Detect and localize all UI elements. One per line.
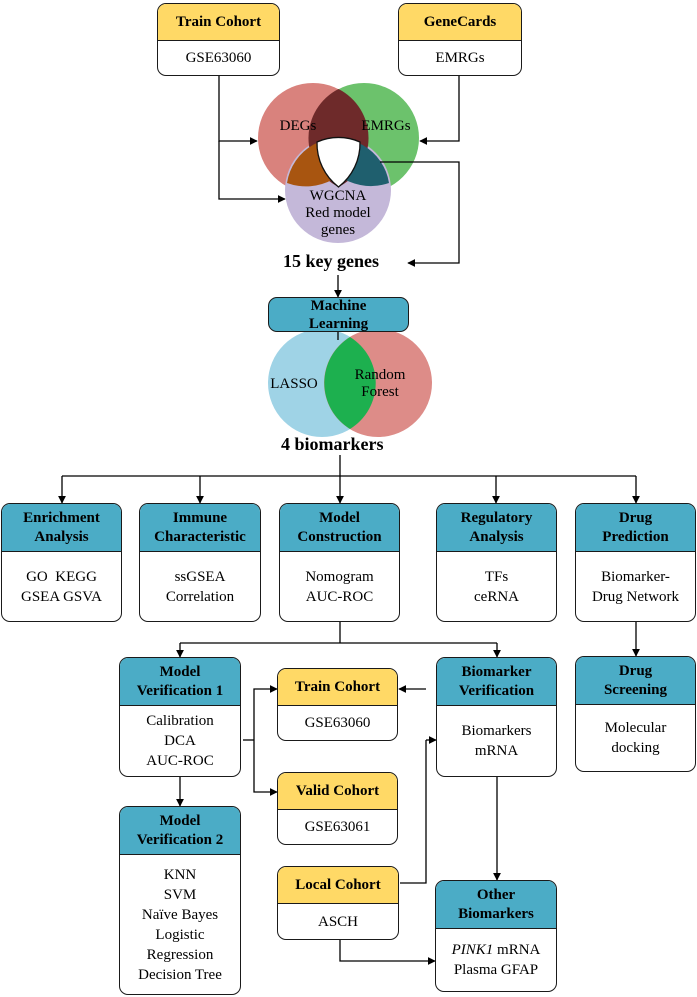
connector-genecards-to-emrgs — [419, 76, 460, 145]
connector-venn-to-key-genes — [380, 161, 460, 267]
local-cohort-title: Local Cohort — [278, 867, 398, 904]
train-cohort-box: Train Cohort GSE63060 — [157, 3, 280, 76]
connector-verif1-to-train — [253, 685, 278, 740]
connector-local-up — [400, 740, 427, 884]
valid-cohort-title: Valid Cohort — [278, 773, 397, 810]
center-overlap — [316, 136, 361, 188]
degs-label: DEGs — [279, 118, 317, 134]
venn-diagram-gene-selection — [258, 83, 419, 243]
key-genes-label: 15 key genes — [283, 251, 379, 271]
valid-cohort-box: Valid Cohort GSE63061 — [277, 772, 398, 845]
genecards-body: EMRGs — [435, 50, 485, 66]
drug-prediction-body: Biomarker-Drug Network — [591, 568, 680, 605]
genecards-box: GeneCards EMRGs — [398, 3, 522, 76]
train-cohort-2-box: Train Cohort GSE63060 — [277, 668, 398, 741]
train-cohort-2-body: GSE63060 — [304, 715, 371, 731]
connector-verif1-to-valid — [253, 740, 278, 796]
lasso-label: LASSO — [270, 376, 318, 392]
train-cohort-body: GSE63060 — [185, 50, 252, 66]
connector-train-to-degs — [218, 76, 258, 145]
local-cohort-box: Local Cohort ASCH — [277, 866, 399, 940]
biomarkers-label: 4 biomarkers — [281, 434, 384, 454]
valid-cohort-body: GSE63061 — [304, 819, 371, 835]
venn-diagram-machine-learning — [268, 329, 432, 437]
connector-train-to-wgcna — [218, 141, 286, 203]
pink1-gene-name: PINK1 — [451, 942, 494, 958]
other-biomarkers-body: PINK1 mRNA Plasma GFAP — [451, 942, 541, 978]
lasso-forest-overlap — [324, 337, 376, 429]
emrgs-label: EMRGs — [361, 118, 411, 134]
local-cohort-body: ASCH — [317, 913, 358, 930]
genecards-title: GeneCards — [399, 4, 521, 41]
train-cohort-title: Train Cohort — [158, 4, 279, 41]
connector-local-to-other — [339, 940, 436, 965]
train-cohort-2-title: Train Cohort — [278, 669, 397, 706]
